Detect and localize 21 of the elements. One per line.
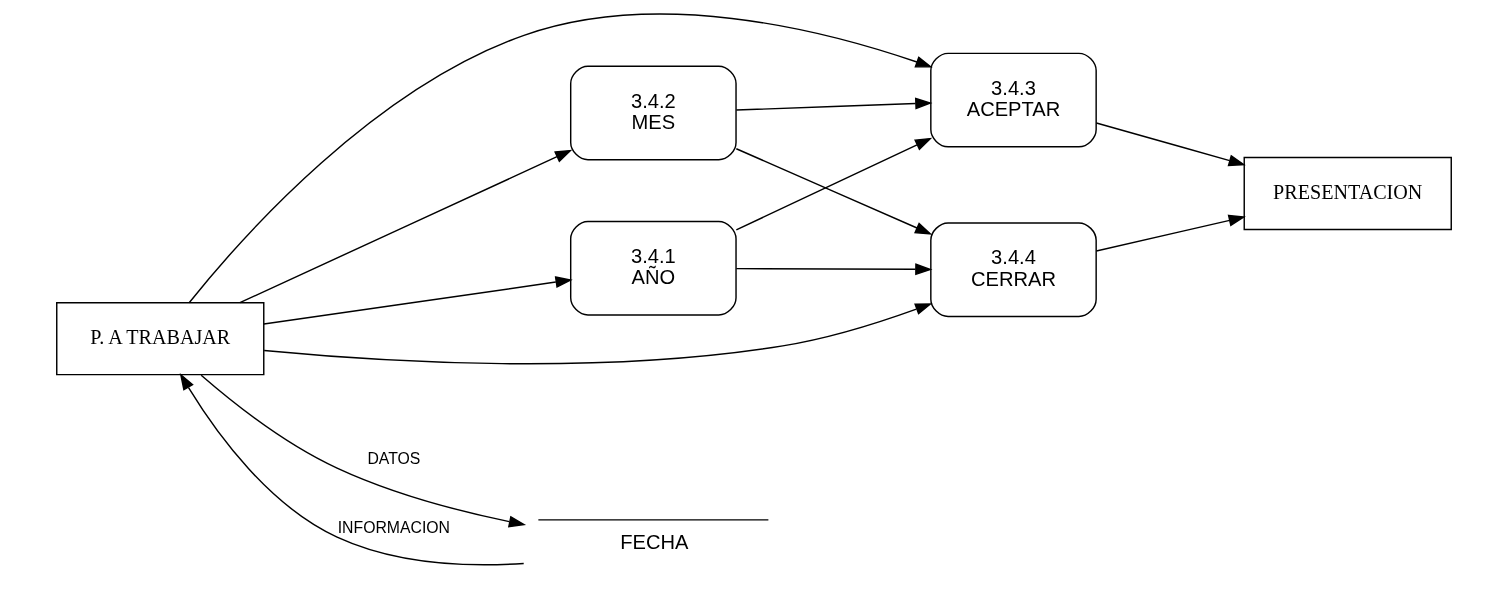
arrow	[263, 303, 933, 365]
arrow	[200, 374, 527, 528]
arrow	[263, 276, 573, 325]
node-box: P. A TRABAJAR	[56, 302, 265, 376]
node-box: PRESENTACION	[1243, 156, 1452, 231]
edge-label: DATOS	[367, 449, 421, 467]
arrow	[239, 149, 573, 304]
node-text: FECHA	[620, 530, 689, 553]
arrow	[735, 97, 933, 111]
arrow	[188, 13, 933, 304]
node-box: 3.4.2 MES	[570, 65, 737, 161]
arrow	[735, 263, 933, 276]
arrow	[1095, 214, 1246, 252]
arrow	[179, 372, 525, 566]
arrow	[735, 137, 933, 231]
node-box: 3.4.1 AÑO	[570, 220, 737, 316]
node-box: 3.4.4 CERRAR	[930, 222, 1097, 318]
edge-label: INFORMACION	[337, 518, 451, 536]
node-box: 3.4.3 ACEPTAR	[930, 52, 1097, 148]
arrow	[1095, 122, 1246, 167]
arrow	[735, 148, 933, 235]
